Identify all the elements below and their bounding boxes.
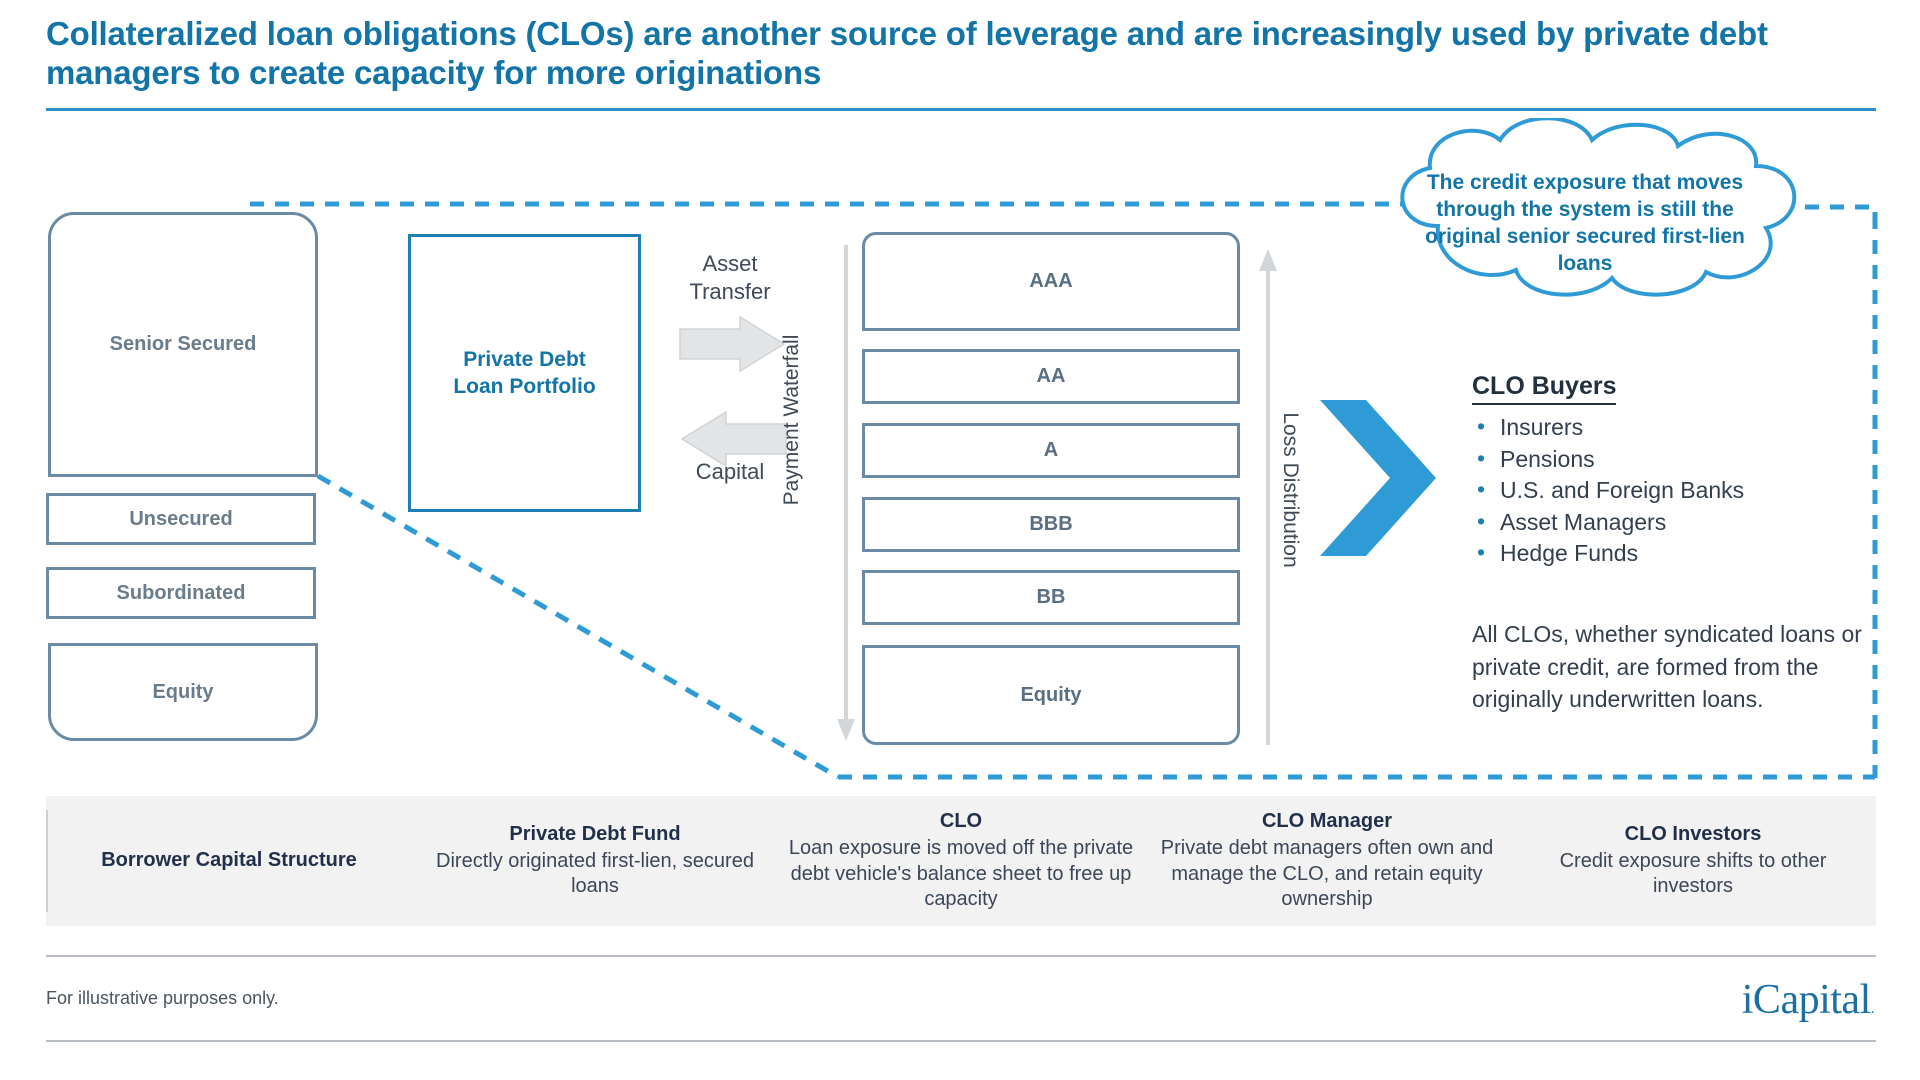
band-column-clo-manager: CLO Manager Private debt managers often … <box>1144 796 1510 926</box>
footer-divider-bottom <box>46 1040 1876 1042</box>
tranche-aa[interactable]: AA <box>862 349 1240 404</box>
list-item: U.S. and Foreign Banks <box>1472 474 1744 507</box>
list-item: Asset Managers <box>1472 506 1744 539</box>
logo-mark: . <box>1870 1001 1875 1017</box>
tranche-label: Equity <box>1020 683 1082 706</box>
tranche-label: A <box>1043 439 1059 461</box>
band-column-clo: CLO Loan exposure is moved off the priva… <box>778 796 1144 926</box>
band-column-borrower: Borrower Capital Structure <box>46 796 412 926</box>
asset-transfer-line2: Transfer <box>689 278 771 304</box>
capital-tier-label: Equity <box>152 680 214 703</box>
band-heading: Private Debt Fund <box>509 823 681 846</box>
band-column-private-debt-fund: Private Debt Fund Directly originated fi… <box>412 796 778 926</box>
tranche-label: BB <box>1036 586 1066 608</box>
disclaimer-text: For illustrative purposes only. <box>46 988 279 1008</box>
asset-transfer-line1: Asset <box>702 251 758 276</box>
fund-label-line1: Private Debt <box>463 347 586 371</box>
capital-arrow-icon <box>680 410 787 468</box>
page-title: Collateralized loan obligations (CLOs) a… <box>46 15 1768 92</box>
tranche-equity[interactable]: Equity <box>862 645 1240 745</box>
logo-wordmark: iCapital <box>1741 977 1871 1023</box>
list-item: Insurers <box>1472 411 1744 444</box>
tranche-bb[interactable]: BB <box>862 570 1240 625</box>
asset-transfer-arrow-icon <box>679 315 786 373</box>
tranche-label: AAA <box>1029 270 1073 292</box>
loss-distribution-arrow-icon <box>1259 249 1277 745</box>
band-heading: CLO Manager <box>1261 810 1393 833</box>
callout-text: The credit exposure that moves through t… <box>1425 171 1745 275</box>
flow-chevron-icon <box>1320 400 1436 556</box>
tranche-label: AA <box>1036 365 1066 387</box>
band-heading: CLO Investors <box>1624 823 1762 846</box>
asset-transfer-label: Asset Transfer <box>660 250 800 305</box>
callout-cloud-shape <box>1400 118 1797 297</box>
band-column-clo-investors: CLO Investors Credit exposure shifts to … <box>1510 796 1876 926</box>
band-heading: CLO <box>939 810 983 833</box>
stage-summary-band: Borrower Capital Structure Private Debt … <box>46 796 1876 926</box>
icapital-logo: iCapital. <box>1741 976 1875 1024</box>
capital-tier-label: Unsecured <box>129 507 233 530</box>
fund-label-line2: Loan Portfolio <box>453 375 596 398</box>
private-debt-loan-portfolio-box[interactable]: Private Debt Loan Portfolio <box>408 234 641 512</box>
capital-tier-label: Senior Secured <box>109 333 257 355</box>
capital-label: Capital <box>695 459 765 484</box>
clo-buyers-list: Insurers Pensions U.S. and Foreign Banks… <box>1472 411 1744 570</box>
capital-tier-label: Subordinated <box>116 581 246 604</box>
capital-tier-subordinated[interactable]: Subordinated <box>46 567 316 619</box>
clo-buyers-note: All CLOs, whether syndicated loans or pr… <box>1472 621 1862 713</box>
band-heading: Borrower Capital Structure <box>101 849 357 872</box>
band-body: Loan exposure is moved off the private d… <box>788 836 1134 911</box>
tranche-bbb[interactable]: BBB <box>862 497 1240 552</box>
clo-buyers-heading: CLO Buyers <box>1472 372 1617 405</box>
list-item: Pensions <box>1472 443 1744 476</box>
band-body: Private debt managers often own and mana… <box>1160 836 1494 911</box>
footer-divider-top <box>46 955 1876 957</box>
band-body: Directly originated first-lien, secured … <box>436 849 754 898</box>
tranche-a[interactable]: A <box>862 423 1240 478</box>
capital-tier-equity[interactable]: Equity <box>48 643 318 741</box>
capital-tier-unsecured[interactable]: Unsecured <box>46 493 316 545</box>
capital-tier-senior-secured[interactable]: Senior Secured <box>48 212 318 477</box>
list-item: Hedge Funds <box>1472 537 1744 570</box>
band-body: Credit exposure shifts to other investor… <box>1559 849 1827 898</box>
tranche-label: BBB <box>1029 513 1073 535</box>
payment-waterfall-label: Payment Waterfall <box>780 334 803 506</box>
title-divider <box>46 108 1876 111</box>
tranche-aaa[interactable]: AAA <box>862 232 1240 331</box>
payment-waterfall-arrow-icon <box>837 245 855 741</box>
loss-distribution-label: Loss Distribution <box>1279 412 1302 568</box>
